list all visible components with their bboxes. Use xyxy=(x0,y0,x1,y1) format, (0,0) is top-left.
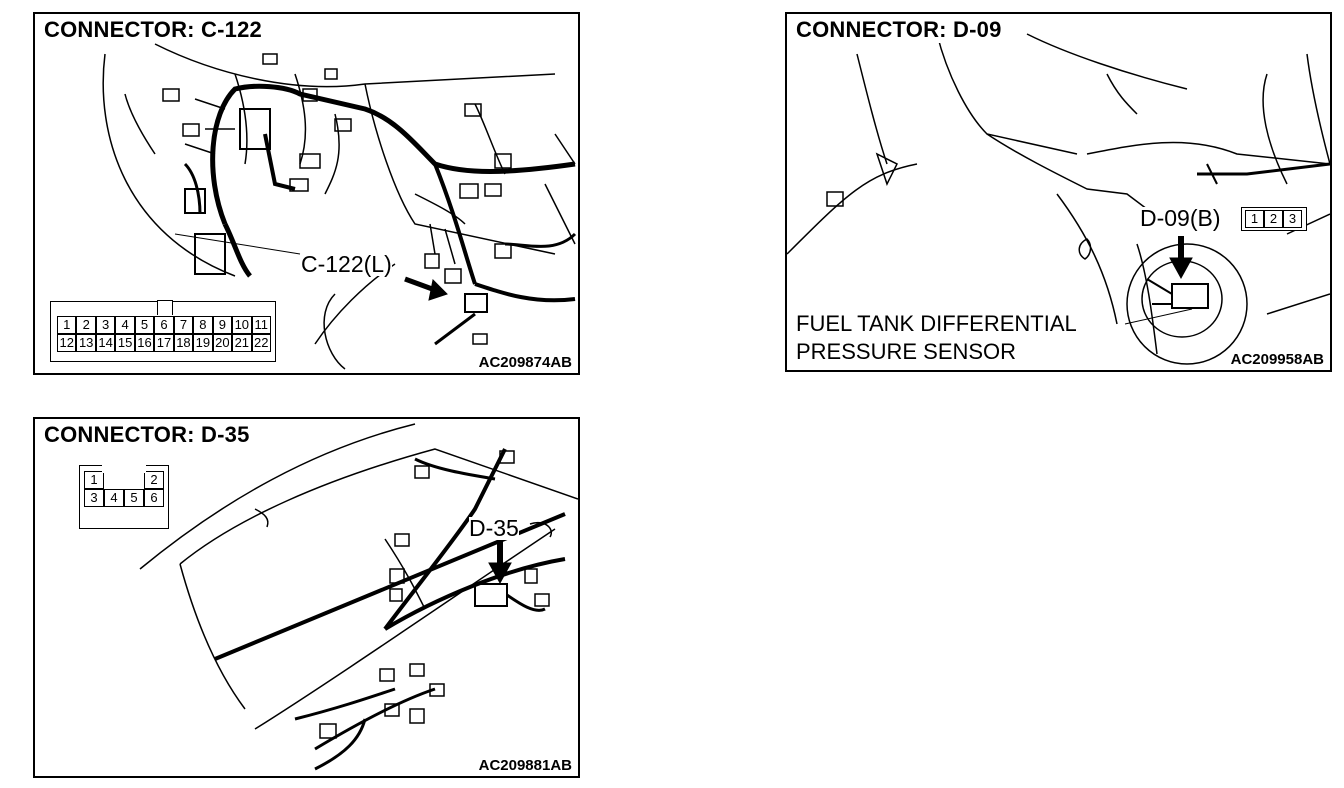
component-label: FUEL TANK DIFFERENTIAL PRESSURE SENSOR xyxy=(796,310,1077,365)
pin-20: 20 xyxy=(212,334,233,352)
pin-22: 22 xyxy=(251,334,271,352)
pin-12: 12 xyxy=(57,334,77,352)
panel-title: CONNECTOR: D-09 xyxy=(796,17,1006,43)
diagram-code: AC209874AB xyxy=(475,354,572,371)
pin-19: 19 xyxy=(193,334,213,352)
pin-16: 16 xyxy=(134,334,155,352)
pin-8: 8 xyxy=(193,316,213,334)
pin-17: 17 xyxy=(154,334,174,352)
pin-14: 14 xyxy=(95,334,116,352)
pin-7: 7 xyxy=(173,316,194,334)
pin-11: 11 xyxy=(251,316,271,334)
component-label-line2: PRESSURE SENSOR xyxy=(796,338,1017,364)
pin-2: 2 xyxy=(144,471,164,489)
pin-10: 10 xyxy=(232,316,252,334)
d35-trunk-harness-drawing xyxy=(139,423,578,771)
pin-4: 4 xyxy=(104,489,124,507)
diagram-code: AC209958AB xyxy=(1227,351,1324,368)
pin-13: 13 xyxy=(76,334,96,352)
pin-3: 3 xyxy=(84,489,104,507)
pin-2: 2 xyxy=(76,316,96,334)
d09-fuel-tank-drawing xyxy=(787,33,1330,365)
component-label-line1: FUEL TANK DIFFERENTIAL xyxy=(796,311,1077,336)
pin-15: 15 xyxy=(115,334,135,352)
pin-1: 1 xyxy=(57,316,77,334)
pin-3: 3 xyxy=(1283,210,1302,228)
panel-title: CONNECTOR: C-122 xyxy=(44,17,266,43)
c122-harness-drawing xyxy=(102,43,577,370)
connector-lock-tab xyxy=(157,300,173,315)
pin-21: 21 xyxy=(232,334,252,352)
connector-callout: D-09(B) xyxy=(1140,205,1221,231)
pin-1: 1 xyxy=(1245,210,1264,228)
connector-callout: D-35 xyxy=(469,515,519,541)
diagram-code: AC209881AB xyxy=(475,757,572,774)
pin-6: 6 xyxy=(154,316,174,334)
pin-18: 18 xyxy=(173,334,194,352)
pin-4: 4 xyxy=(115,316,135,334)
pin-6: 6 xyxy=(144,489,164,507)
pin-9: 9 xyxy=(212,316,233,334)
pin-2: 2 xyxy=(1264,210,1283,228)
panel-title: CONNECTOR: D-35 xyxy=(44,422,254,448)
pin-3: 3 xyxy=(95,316,116,334)
pin-5: 5 xyxy=(134,316,155,334)
pin-1: 1 xyxy=(84,471,104,489)
pin-5: 5 xyxy=(124,489,144,507)
connector-callout: C-122(L) xyxy=(301,251,392,277)
